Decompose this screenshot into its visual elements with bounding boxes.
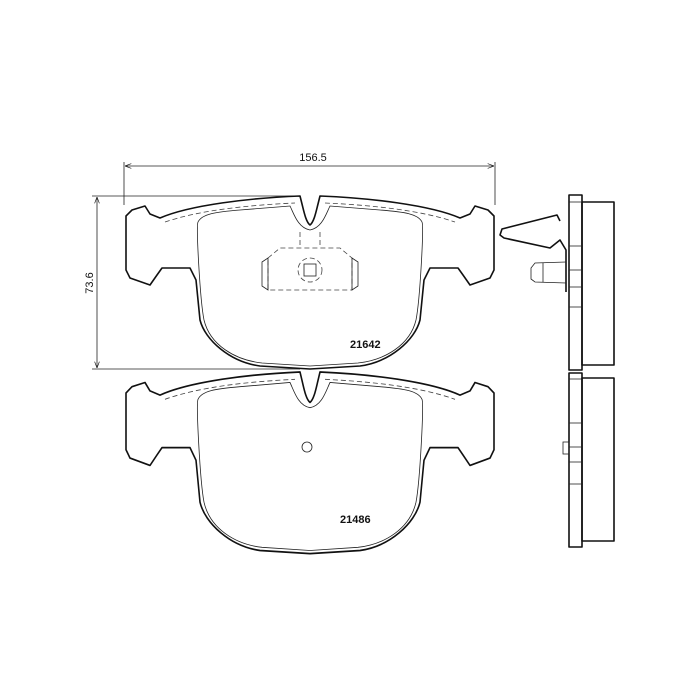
side-view-top [499,194,615,371]
width-dimension: 156.5 [123,152,496,205]
height-dimension: 73.6 [84,195,300,370]
brake-pad-bottom: 21486 [125,371,495,555]
sensor-pin [530,261,567,284]
side-view-bottom [562,372,615,548]
part-number: 21486 [340,514,371,526]
width-label: 156.5 [299,152,327,164]
hole [301,441,313,453]
brake-pad-top: 21642 [125,195,495,370]
spring-clip [499,214,567,292]
wear-sensor-clip [261,232,359,291]
height-label: 73.6 [84,272,96,293]
part-number: 21642 [350,339,381,351]
